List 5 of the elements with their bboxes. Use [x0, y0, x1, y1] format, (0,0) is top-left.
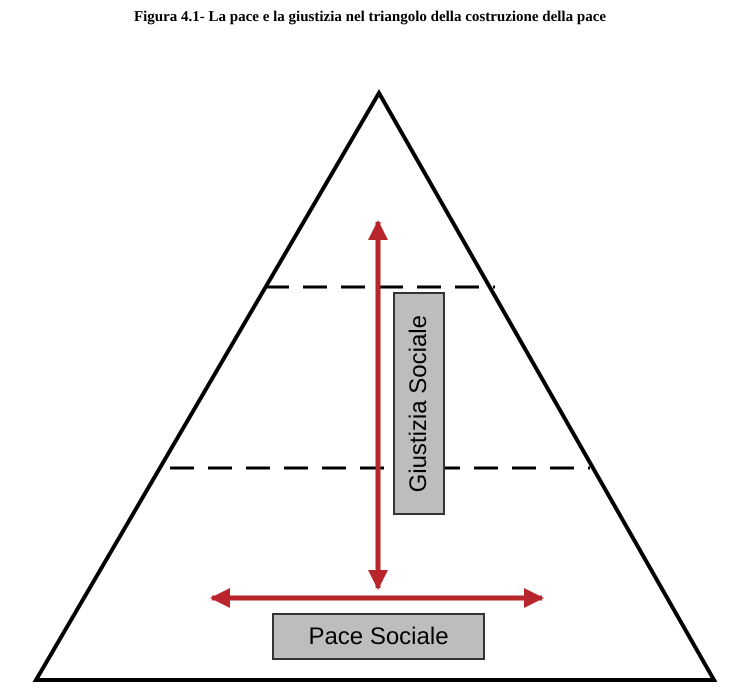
- label-box: [393, 292, 445, 515]
- label-box: [272, 613, 485, 660]
- box-label: Pace Sociale: [308, 622, 449, 650]
- figure-title: Figura 4.1- La pace e la giustizia nel triangolo della costruzione della pace: [132, 8, 608, 26]
- box-label: Giustizia Sociale: [405, 314, 433, 492]
